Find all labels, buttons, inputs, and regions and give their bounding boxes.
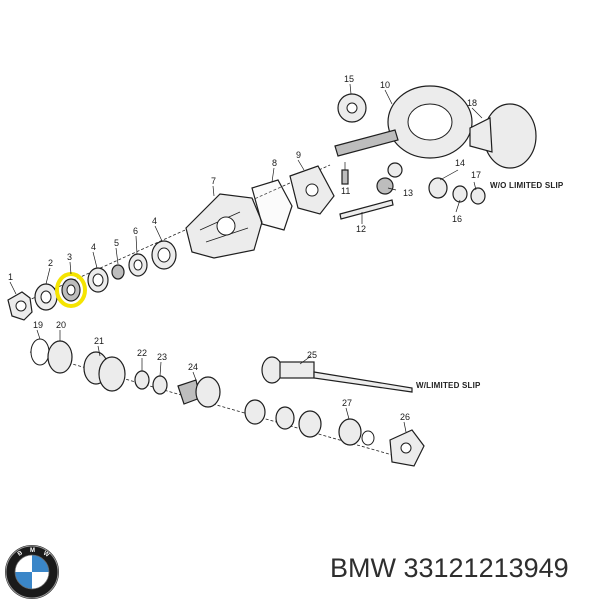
note-with-limited-slip: W/LIMITED SLIP: [416, 381, 481, 390]
part-4-race: [87, 267, 109, 293]
callout-26: 26: [400, 412, 410, 422]
callout-5: 5: [114, 238, 119, 248]
part-4b-race: [151, 240, 177, 270]
callout-25: 25: [307, 350, 317, 360]
callout-4b: 4: [152, 216, 157, 226]
callout-6: 6: [133, 226, 138, 236]
part-lower-disc-set: [244, 399, 322, 438]
part-27-bearing: [338, 418, 375, 446]
part-3-bearing-highlighted: [55, 272, 87, 308]
callout-21: 21: [94, 336, 104, 346]
callout-16: 16: [452, 214, 462, 224]
svg-text:B: B: [17, 550, 24, 558]
part-12-shaft: [339, 199, 394, 220]
part-1-flange: [7, 291, 33, 321]
part-16-washer: [452, 185, 468, 203]
callout-labels: 1 2 3 4 5 6 4 7 8 9 10 15 18 11 12 13 14…: [8, 74, 481, 422]
part-number-caption: BMW 33121213949: [330, 553, 569, 583]
part-8-gasket: [251, 179, 293, 231]
callout-18: 18: [467, 98, 477, 108]
part-5-nut: [111, 264, 125, 280]
leader-lines: [9, 83, 483, 433]
callout-27: 27: [342, 398, 352, 408]
part-17-shim: [470, 187, 486, 205]
part-21-clutch-pack: [83, 351, 126, 392]
callout-23: 23: [157, 352, 167, 362]
part-24-side-gear: [177, 376, 221, 408]
callout-10: 10: [380, 80, 390, 90]
bmw-roundel-icon: B M W: [5, 545, 59, 599]
callout-20: 20: [56, 320, 66, 330]
part-2-seal: [34, 283, 58, 311]
callout-11: 11: [341, 186, 350, 196]
callout-7: 7: [211, 176, 216, 186]
part-14-thrust-washer: [428, 177, 448, 199]
callout-13: 13: [403, 188, 413, 198]
callout-1: 1: [8, 272, 13, 282]
part-19-ring: [30, 338, 50, 366]
callout-24: 24: [188, 362, 198, 372]
part-6-spacer: [128, 253, 148, 277]
part-11-pin: [341, 169, 349, 185]
part-26-output-flange: [389, 429, 425, 467]
part-18-differential-case: [469, 103, 537, 169]
callout-17: 17: [471, 170, 481, 180]
callout-9: 9: [296, 150, 301, 160]
callout-3: 3: [67, 252, 72, 262]
callout-2: 2: [48, 258, 53, 268]
part-13-pinion-gear: [376, 162, 403, 195]
svg-text:M: M: [30, 548, 35, 554]
part-7-housing: [185, 193, 263, 259]
callout-4: 4: [91, 242, 96, 252]
part-9-cover: [289, 165, 335, 215]
callout-19: 19: [33, 320, 43, 330]
callout-12: 12: [356, 224, 366, 234]
part-10-ring-gear: [334, 85, 473, 159]
callout-22: 22: [137, 348, 147, 358]
callout-14: 14: [455, 158, 465, 168]
part-23-washer: [152, 375, 168, 395]
svg-text:W: W: [42, 551, 50, 559]
note-without-limited-slip: W/O LIMITED SLIP: [490, 181, 564, 190]
callout-8: 8: [272, 158, 277, 168]
part-25-shaft-assembly: [261, 356, 413, 393]
callout-15: 15: [344, 74, 354, 84]
part-22-ring: [134, 370, 150, 390]
part-20-cover-plate: [47, 340, 73, 374]
part-15-side-gear: [337, 93, 367, 123]
